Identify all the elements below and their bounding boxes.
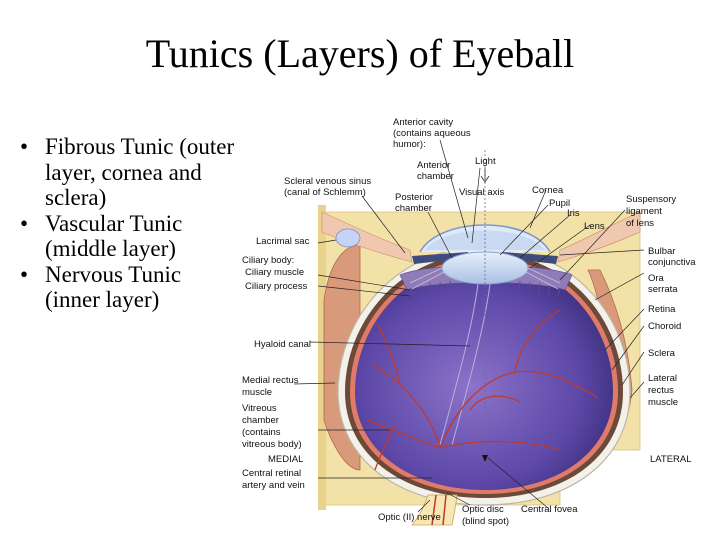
label-choroid: Choroid	[648, 321, 681, 332]
bullet-text: Vascular Tunic (middle layer)	[45, 210, 183, 262]
label-optic-disc: Optic disc(blind spot)	[462, 504, 509, 527]
bullet-item: • Vascular Tunic (middle layer)	[20, 211, 235, 262]
bullet-text: Fibrous Tunic (outer layer, cornea and s…	[45, 134, 235, 210]
label-optic-nerve: Optic (II) nerve	[378, 512, 441, 523]
retinal-vessels	[367, 309, 599, 471]
label-cornea: Cornea	[532, 185, 564, 196]
ciliary-folds	[409, 280, 561, 297]
iris-shape-right	[502, 252, 558, 264]
label-ciliary-body: Ciliary body:	[242, 255, 294, 266]
label-retina: Retina	[648, 304, 676, 315]
bullet-item: • Fibrous Tunic (outer layer, cornea and …	[20, 134, 235, 211]
bullet-marker: •	[20, 210, 29, 236]
label-ciliary-process: Ciliary process	[245, 281, 308, 292]
slide-title: Tunics (Layers) of Eyeball	[145, 31, 575, 76]
bullet-list: • Fibrous Tunic (outer layer, cornea and …	[20, 134, 235, 313]
fovea-marker	[482, 455, 488, 462]
label-light: Light	[475, 156, 496, 167]
central-artery-shape	[431, 494, 447, 526]
vitreous-body	[355, 262, 613, 490]
bullet-text: Nervous Tunic (inner layer)	[45, 261, 182, 313]
label-lens: Lens	[584, 221, 605, 232]
light-arrow	[480, 168, 490, 183]
label-hyaloid-canal: Hyaloid canal	[254, 339, 311, 350]
label-medial: MEDIAL	[268, 454, 303, 465]
label-lacrimal-sac: Lacrimal sac	[256, 236, 310, 247]
hyaloid-canal-shape	[439, 283, 491, 446]
iris-shape-left	[412, 252, 468, 264]
label-lateral: LATERAL	[650, 454, 692, 465]
label-ciliary-muscle: Ciliary muscle	[245, 267, 304, 278]
bullet-marker: •	[20, 261, 29, 287]
lacrimal-sac-shape	[335, 228, 361, 248]
label-iris: Iris	[567, 208, 580, 219]
upper-tissue-right	[557, 211, 641, 263]
leader-lines	[293, 139, 645, 513]
label-pupil: Pupil	[549, 198, 570, 209]
bullet-item: • Nervous Tunic (inner layer)	[20, 262, 235, 313]
label-sclera: Sclera	[648, 348, 676, 359]
anterior-chamber-shape	[425, 230, 545, 250]
suspensory-ligament-lines	[409, 267, 561, 290]
label-scleral-venous-sinus: Scleral venous sinus(canal of Schlemm)	[284, 176, 371, 198]
label-visual-axis: Visual axis	[459, 187, 504, 198]
bullet-marker: •	[20, 134, 29, 159]
label-central-fovea: Central fovea	[521, 504, 578, 515]
orbit-bone	[318, 205, 326, 510]
